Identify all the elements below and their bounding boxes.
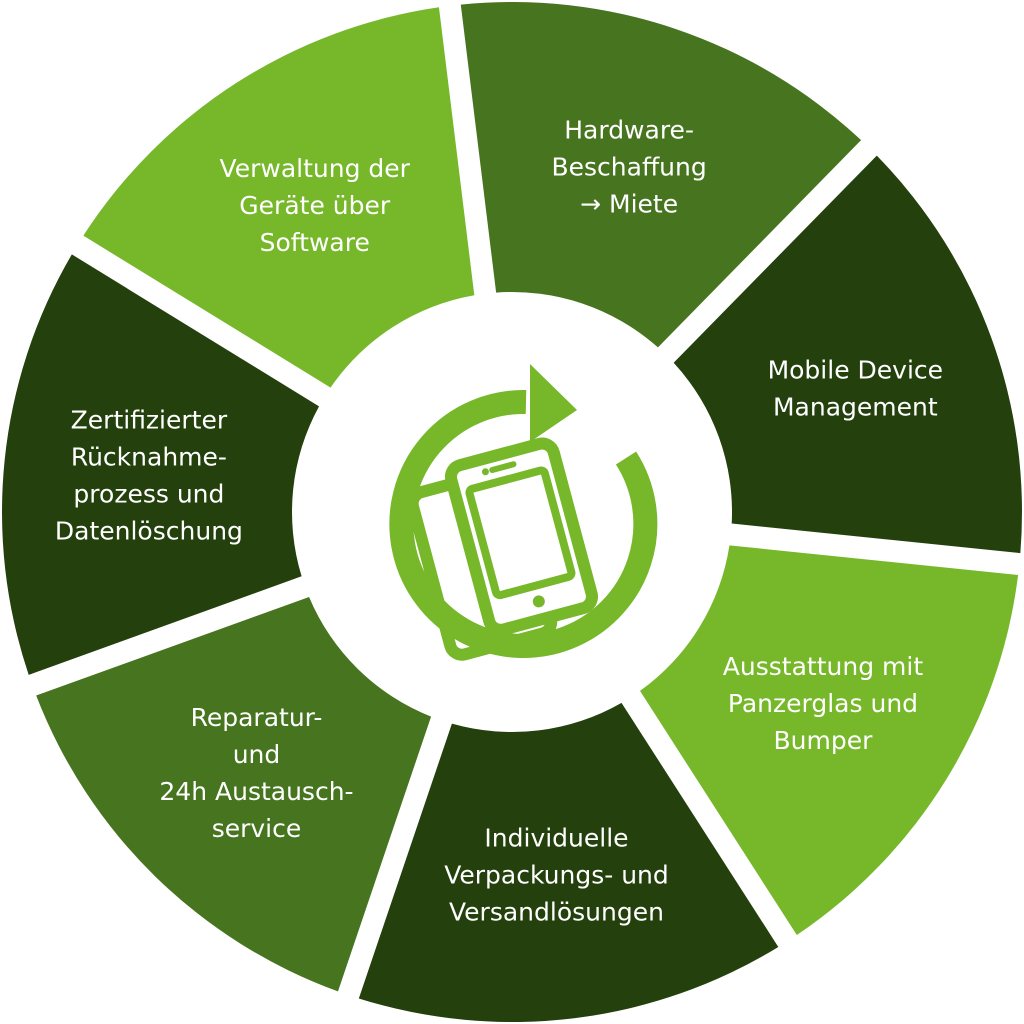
segment-panzerglas	[640, 545, 1019, 936]
segment-reparatur	[36, 596, 432, 992]
segment-hardware	[460, 2, 862, 348]
segment-label-line: Software	[260, 228, 370, 257]
phone-rotate-icon	[389, 364, 658, 661]
segment-label-line: Individuelle	[484, 823, 628, 852]
segment-label-line: Panzerglas und	[728, 689, 918, 718]
segment-mdm	[673, 155, 1023, 554]
segment-verwaltung	[83, 7, 475, 388]
segment-label-line: und	[233, 740, 281, 769]
segment-ruecknahme	[2, 254, 320, 675]
segment-label-line: Verwaltung der	[220, 154, 411, 183]
segment-label-line: 24h Austausch-	[159, 777, 353, 806]
segment-label-line: Rücknahme-	[71, 442, 227, 471]
segment-label-line: Verpackungs- und	[444, 860, 669, 889]
segment-label-line: Zertifizierter	[71, 405, 228, 434]
segment-label-line: Management	[773, 393, 938, 422]
segment-label-line: Hardware-	[564, 115, 694, 144]
segment-label-line: Datenlöschung	[55, 516, 243, 545]
segment-verpackung	[358, 702, 779, 1022]
segment-label-line: Ausstattung mit	[723, 652, 924, 681]
rotate-arrow-ring	[389, 389, 658, 658]
segment-label-line: Beschaffung	[551, 152, 706, 181]
rotate-arrow-head	[530, 364, 577, 442]
segment-label-hardware: Hardware- Beschaffung → Miete	[551, 115, 706, 218]
segment-label-line: Versandlösungen	[449, 897, 664, 926]
segment-label-line: Geräte über	[239, 191, 391, 220]
segment-label-line: Reparatur-	[191, 703, 323, 732]
segment-label-reparatur: Reparatur-und 24h Austausch-service	[159, 703, 353, 843]
front-phone-icon	[444, 437, 598, 636]
segment-label-line: prozess und	[73, 479, 224, 508]
segment-label-line: Bumper	[774, 726, 874, 755]
segment-label-line: service	[212, 814, 302, 843]
segment-label-line: Mobile Device	[768, 356, 943, 385]
segment-label-line: → Miete	[580, 189, 678, 218]
